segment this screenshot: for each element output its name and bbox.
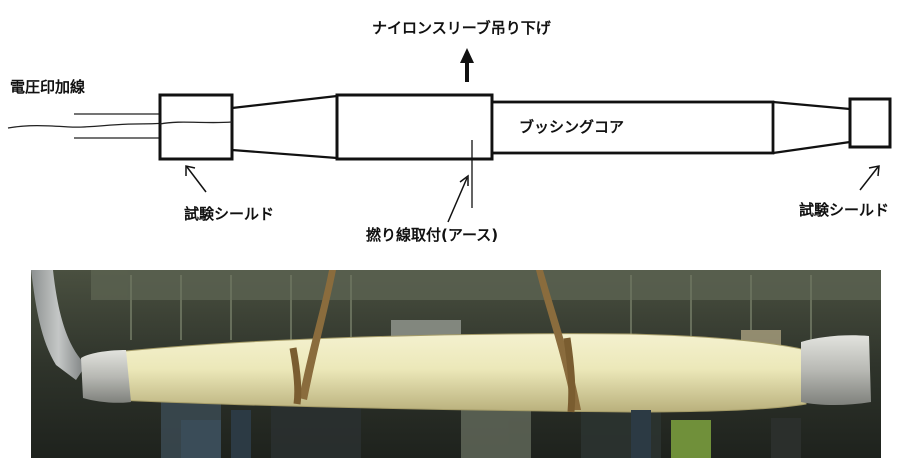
bushing-core-photo — [115, 333, 807, 413]
bushing-photo — [31, 270, 881, 458]
label-bushing-core: ブッシングコア — [519, 118, 625, 136]
bushing-core-body — [490, 100, 775, 155]
air-duct — [31, 270, 86, 380]
pointer-arrow-right-shield — [859, 165, 880, 191]
label-stranded-wire-earth: 撚り線取付(アース) — [366, 226, 499, 244]
left-taper-bottom — [231, 148, 338, 160]
label-voltage-line: 電圧印加線 — [10, 78, 86, 96]
bushing-middle-section — [335, 93, 494, 161]
pointer-arrow-left-shield — [185, 165, 207, 193]
nylon-strap-left — [299, 270, 336, 400]
test-shield-left-photo — [81, 350, 131, 403]
right-taper-top — [772, 100, 851, 111]
left-taper-top — [231, 94, 338, 110]
label-test-shield-right: 試験シールド — [799, 201, 890, 219]
up-arrow-icon — [460, 48, 474, 82]
pointer-arrow-earth — [447, 174, 469, 223]
label-test-shield-left: 試験シールド — [184, 205, 275, 223]
test-shield-left-box — [158, 93, 234, 161]
test-shield-right-box — [848, 97, 892, 149]
support-stands — [181, 410, 801, 458]
bushing-schematic — [7, 48, 892, 223]
right-taper-bottom — [772, 140, 851, 155]
test-shield-right-photo — [801, 335, 871, 405]
label-nylon-sleeve: ナイロンスリーブ吊り下げ — [372, 19, 551, 37]
